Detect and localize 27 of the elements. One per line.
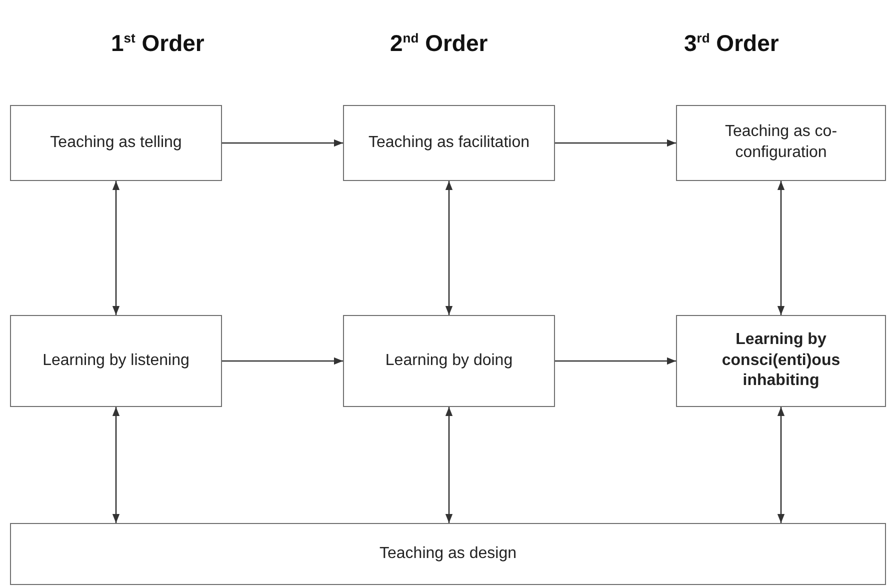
arrow xyxy=(555,139,676,147)
arrow xyxy=(112,181,120,315)
box-text: Teaching as facilitation xyxy=(368,132,530,153)
arrow xyxy=(555,357,676,365)
box-text: Teaching as design xyxy=(380,544,516,564)
box-text: Teaching as co-configuration xyxy=(724,122,838,163)
arrow xyxy=(445,181,453,315)
box-text: Learning by listening xyxy=(42,350,190,371)
column-heading: 2$^{nd}$ Order xyxy=(390,30,488,57)
arrow xyxy=(445,407,453,523)
column-heading: 1$^{st}$ Order xyxy=(111,30,204,57)
base-box xyxy=(10,523,886,585)
arrow xyxy=(777,407,785,523)
process-box xyxy=(343,315,555,407)
box-text: Teaching as telling xyxy=(50,132,182,153)
arrow xyxy=(777,181,785,315)
arrow xyxy=(112,407,120,523)
box-text: Learning by consci(enti)ous inhabiting xyxy=(720,330,842,392)
process-box xyxy=(676,105,886,181)
process-box xyxy=(676,315,886,407)
process-box xyxy=(10,105,222,181)
column-heading: 3$^{rd}$ Order xyxy=(684,30,779,57)
box-text: Learning by doing xyxy=(385,350,513,371)
process-box xyxy=(343,105,555,181)
arrow xyxy=(222,139,343,147)
arrow xyxy=(222,357,343,365)
process-box xyxy=(10,315,222,407)
